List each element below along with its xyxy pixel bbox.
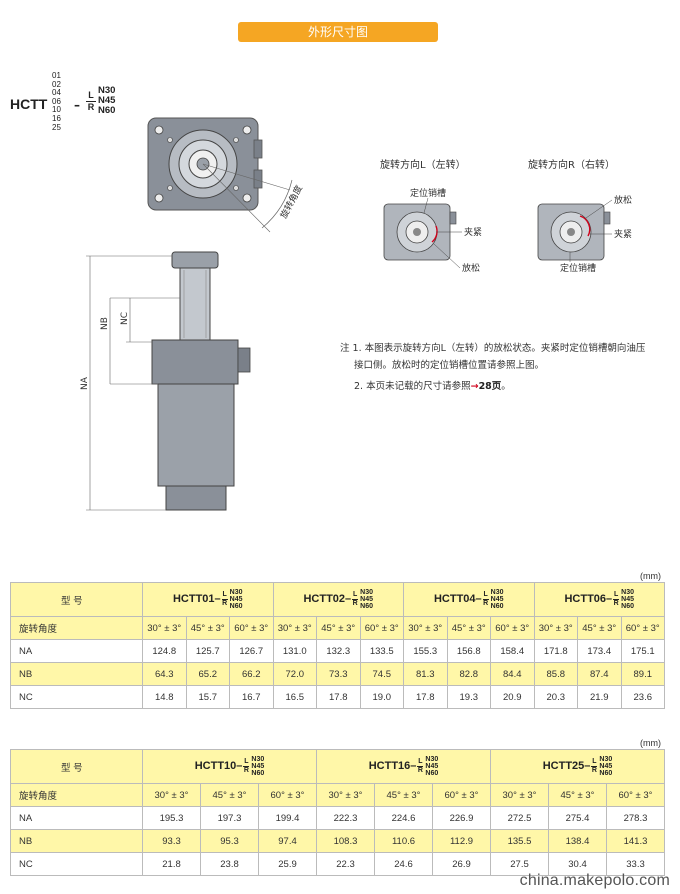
- note-1-line-1: 注 1. 本图表示旋转方向L（左转）的放松状态。夹紧时定位销槽朝向油压: [340, 343, 646, 354]
- model-number-list: 01 02 04 06 10 16 25: [52, 71, 61, 132]
- rotation-left-title: 旋转方向L（左转）: [380, 160, 466, 171]
- section-title: 外形尺寸图: [238, 22, 438, 42]
- nc-label: NC: [120, 312, 130, 325]
- direction-options: L R: [86, 90, 96, 112]
- left-release-label: 放松: [462, 262, 480, 274]
- model-dash: –: [74, 98, 80, 112]
- rotation-angle-label: 旋转角度: [278, 183, 306, 220]
- notes: 注 1. 本图表示旋转方向L（左转）的放松状态。夹紧时定位销槽朝向油压 接口侧。…: [340, 340, 670, 395]
- left-pin-groove-label: 定位销槽: [410, 187, 446, 199]
- table2-unit: (mm): [640, 738, 661, 748]
- technical-drawing: 旋转角度 NB NC NA 定位销槽 夹紧 放松: [80, 117, 632, 511]
- note-2: 2. 本页未记载的尺寸请参照→28页。: [354, 381, 511, 392]
- model-prefix: HCTT: [10, 96, 48, 112]
- table2-model-label: 型 号: [10, 749, 143, 784]
- table1-model-label: 型 号: [10, 582, 143, 617]
- side-view: NB NC NA: [80, 251, 251, 511]
- table2-angle-label: 旋转角度: [10, 783, 143, 807]
- left-clamp-label: 夹紧: [464, 226, 482, 238]
- watermark: china.makepolo.com: [519, 872, 670, 889]
- table1-unit: (mm): [640, 571, 661, 581]
- top-view: 旋转角度: [147, 117, 306, 233]
- rotation-right-diagram: 放松 夹紧 定位销槽: [537, 194, 632, 274]
- table1-angle-row: 旋转角度 30° ± 3°45° ± 3°60° ± 3° 30° ± 3°45…: [10, 616, 665, 640]
- rotation-right-title: 旋转方向R（右转）: [528, 160, 615, 171]
- table2-angle-row: 旋转角度 30° ± 3°45° ± 3°60° ± 3° 30° ± 3°45…: [10, 783, 665, 807]
- right-release-label: 放松: [614, 194, 632, 206]
- rotation-left-diagram: 定位销槽 夹紧 放松: [383, 187, 482, 274]
- model-code: HCTT 01 02 04 06 10 16 25 – L R N30 N45 …: [10, 71, 160, 142]
- note-1-line-2: 接口侧。放松时的定位销槽位置请参照上图。: [354, 360, 545, 371]
- table1-angle-label: 旋转角度: [10, 616, 143, 640]
- right-clamp-label: 夹紧: [614, 228, 632, 240]
- right-pin-groove-label: 定位销槽: [560, 262, 596, 274]
- angle-options: N30 N45 N60: [98, 85, 116, 116]
- nb-label: NB: [100, 317, 110, 330]
- na-label: NA: [80, 376, 90, 390]
